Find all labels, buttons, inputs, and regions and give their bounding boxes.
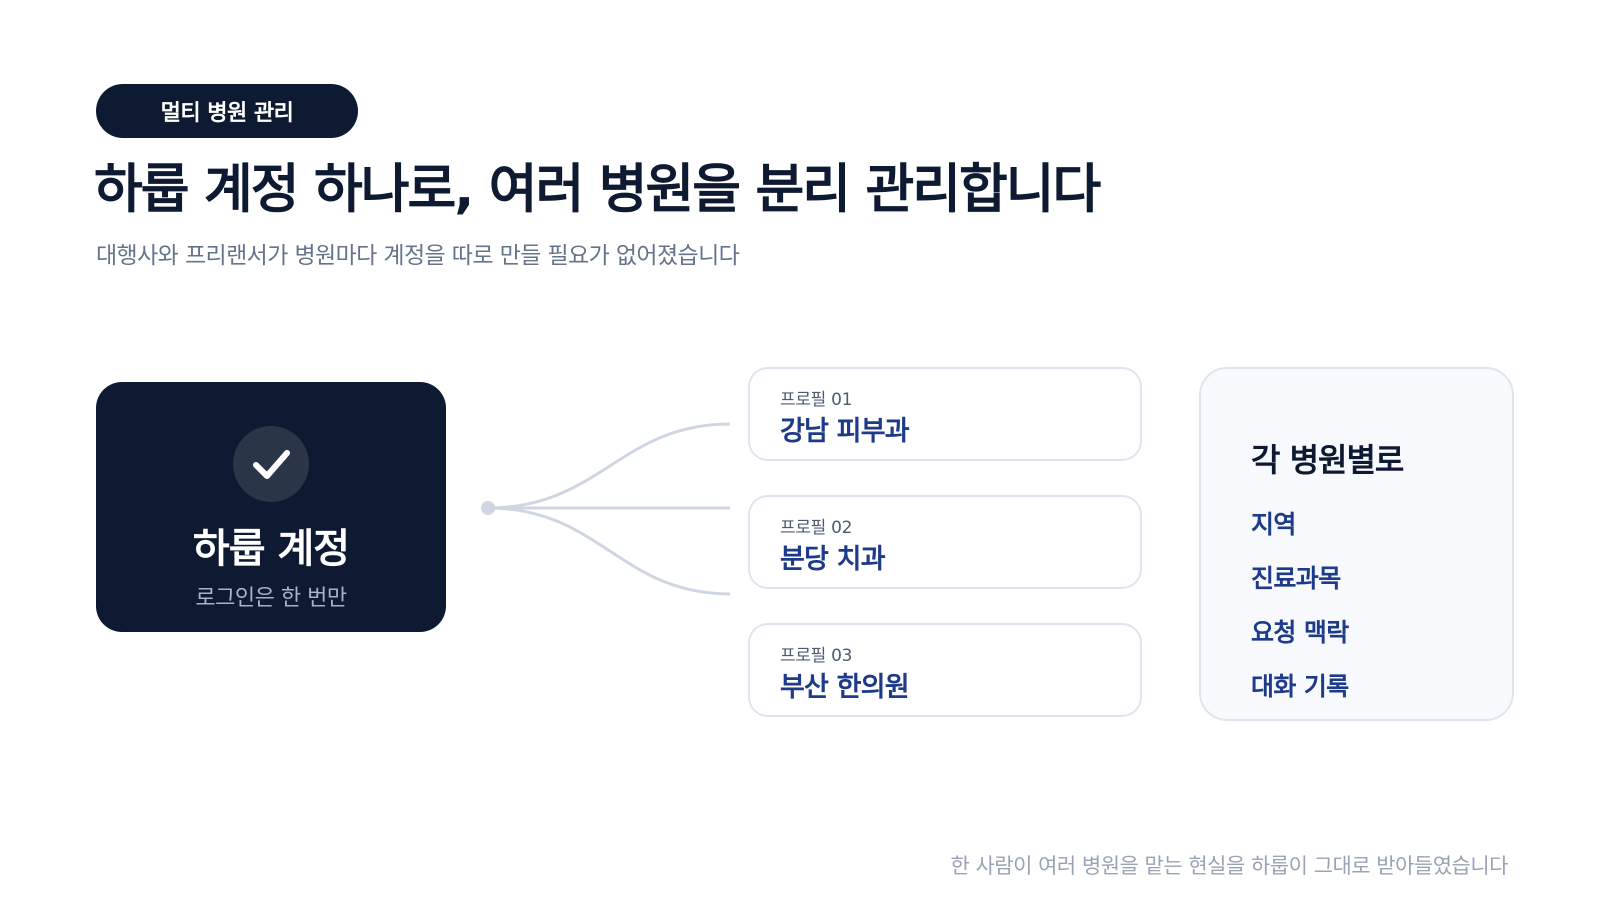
profile-tag: 프로필 01 [780,390,853,410]
per-hospital-panel: 각 병원별로 지역 진료과목 요청 맥락 대화 기록 [1199,367,1514,721]
connector-branch-bottom [487,506,731,596]
profile-tag: 프로필 02 [780,518,853,538]
profile-name: 분당 치과 [780,544,886,575]
section-badge: 멀티 병원 관리 [96,84,358,138]
account-card: 하룹 계정 로그인은 한 번만 [96,382,446,632]
profile-list: 프로필 01 강남 피부과 프로필 02 분당 치과 프로필 03 부산 한의원 [748,367,1142,751]
list-item: 진료과목 [1251,564,1341,593]
profile-card: 프로필 02 분당 치과 [748,495,1142,589]
account-subtitle: 로그인은 한 번만 [195,586,347,611]
account-title: 하룹 계정 [192,526,350,572]
subheadline: 대행사와 프리랜서가 병원마다 계정을 따로 만들 필요가 없어졌습니다 [96,243,740,269]
check-icon [233,426,309,502]
list-item: 지역 [1251,510,1296,539]
per-hospital-title: 각 병원별로 [1251,441,1404,479]
branch-connector [481,422,731,596]
profile-name: 강남 피부과 [780,416,910,447]
check-icon-glyph [253,450,290,479]
footer-note: 한 사람이 여러 병원을 맡는 현실을 하룹이 그대로 받아들였습니다 [950,854,1508,878]
profile-card: 프로필 03 부산 한의원 [748,623,1142,717]
profile-card: 프로필 01 강남 피부과 [748,367,1142,461]
list-item: 요청 맥락 [1251,618,1349,647]
connector-branch-top [487,422,731,510]
per-hospital-list: 지역 진료과목 요청 맥락 대화 기록 [1251,505,1349,721]
profile-tag: 프로필 03 [780,646,853,666]
list-item: 대화 기록 [1251,672,1349,701]
profile-name: 부산 한의원 [780,672,910,703]
headline: 하룹 계정 하나로, 여러 병원을 분리 관리합니다 [94,159,1101,220]
